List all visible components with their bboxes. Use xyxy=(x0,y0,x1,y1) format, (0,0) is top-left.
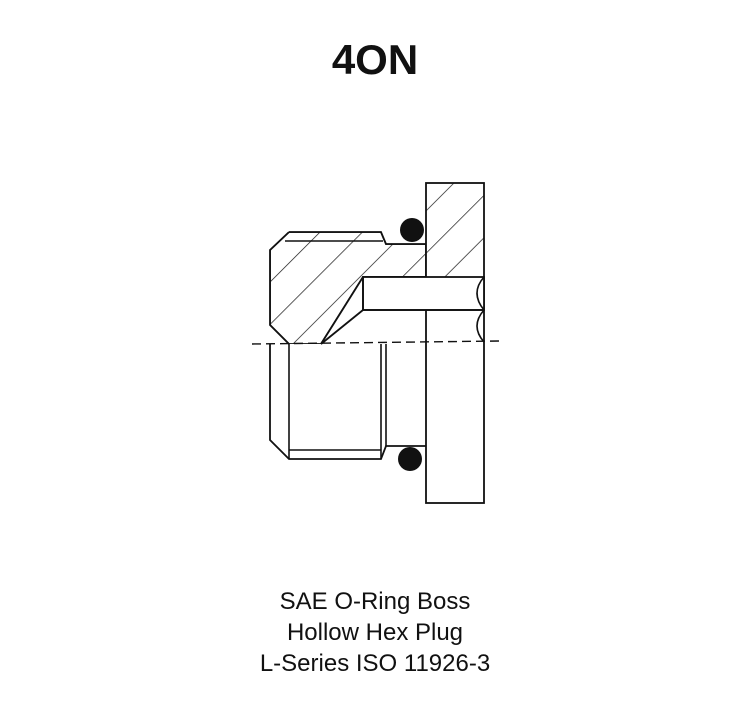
o-ring-lower xyxy=(398,447,422,471)
caption-line-3: L-Series ISO 11926-3 xyxy=(259,650,491,677)
plug-bore xyxy=(320,276,485,345)
product-caption: SAE O-Ring Boss Hollow Hex Plug L-Series… xyxy=(0,586,750,679)
product-code-title: 4ON xyxy=(331,36,419,83)
caption-line-2: Hollow Hex Plug xyxy=(286,619,464,646)
o-ring-upper xyxy=(400,218,424,242)
port-body xyxy=(425,182,485,504)
plug-lower-outline xyxy=(269,344,426,460)
caption-line-1: SAE O-Ring Boss xyxy=(279,588,471,615)
